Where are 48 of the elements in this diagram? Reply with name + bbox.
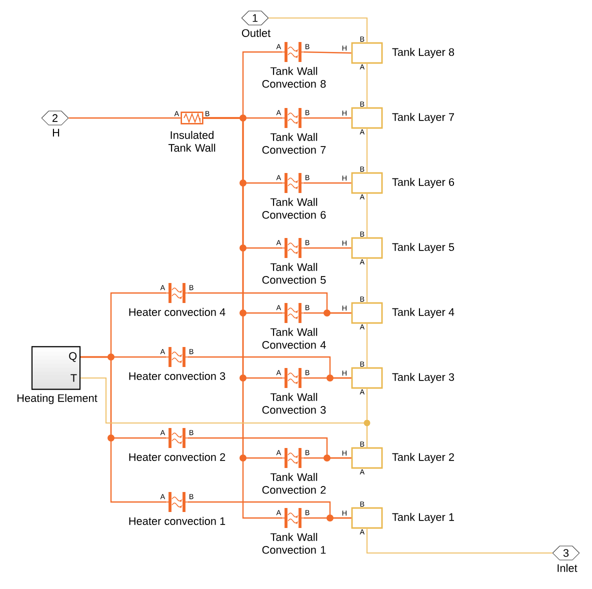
block-label: Tank Layer 6	[392, 178, 454, 188]
connector	[366, 64, 368, 108]
block-label: Tank Wall Convection 4	[262, 328, 326, 349]
block-label: Tank Layer 2	[392, 452, 454, 464]
connector	[303, 377, 352, 379]
block-label: Tank Layer 1	[392, 512, 454, 524]
port-label: H	[52, 128, 60, 136]
block-label: Heater convection 3	[129, 372, 226, 380]
connector	[303, 247, 352, 249]
connector	[303, 182, 352, 184]
block-label: Tank Layer 3	[392, 372, 454, 384]
port-block: 2	[41, 110, 69, 126]
connector	[268, 17, 368, 42]
connector	[68, 117, 181, 119]
connector	[303, 312, 352, 314]
block-label: Tank Wall Convection 8	[262, 66, 326, 88]
port-label: Inlet	[558, 564, 578, 572]
block-label: Tank Wall Convection 2	[262, 472, 326, 494]
port-letter: T	[70, 374, 77, 382]
connector	[366, 128, 368, 172]
block-label: Heater convection 1	[129, 516, 226, 525]
connector	[366, 258, 368, 302]
block-label: Heating Element	[17, 394, 98, 404]
connector	[80, 356, 167, 503]
block-label: Tank Layer 7	[392, 112, 454, 124]
connector	[366, 194, 368, 238]
connector	[303, 117, 352, 119]
port-letter: Q	[69, 352, 77, 362]
block-label: Tank Layer 5	[392, 242, 454, 254]
port-block: 1	[241, 10, 269, 26]
block-label: Tank Wall Convection 7	[262, 132, 326, 154]
block-label: Heater convection 4	[129, 308, 226, 316]
connector	[303, 51, 352, 54]
connector	[303, 517, 352, 519]
block-label: Tank Layer 4	[392, 308, 454, 318]
port-block: 3	[552, 546, 580, 560]
block-label: Tank Wall Convection 1	[262, 532, 326, 554]
block-label: Insulated Tank Wall	[168, 130, 216, 152]
port-label: Outlet	[242, 28, 270, 37]
connector	[366, 528, 552, 554]
block-label: Tank Wall Convection 6	[262, 198, 326, 219]
connector	[303, 457, 352, 459]
block-label: Tank Wall Convection 3	[262, 392, 326, 414]
block-label: Tank Layer 8	[392, 48, 454, 58]
connector	[366, 324, 368, 368]
block-label: Tank Wall Convection 5	[262, 262, 326, 284]
connector	[80, 377, 368, 448]
block-label: Heater convection 2	[129, 452, 226, 461]
